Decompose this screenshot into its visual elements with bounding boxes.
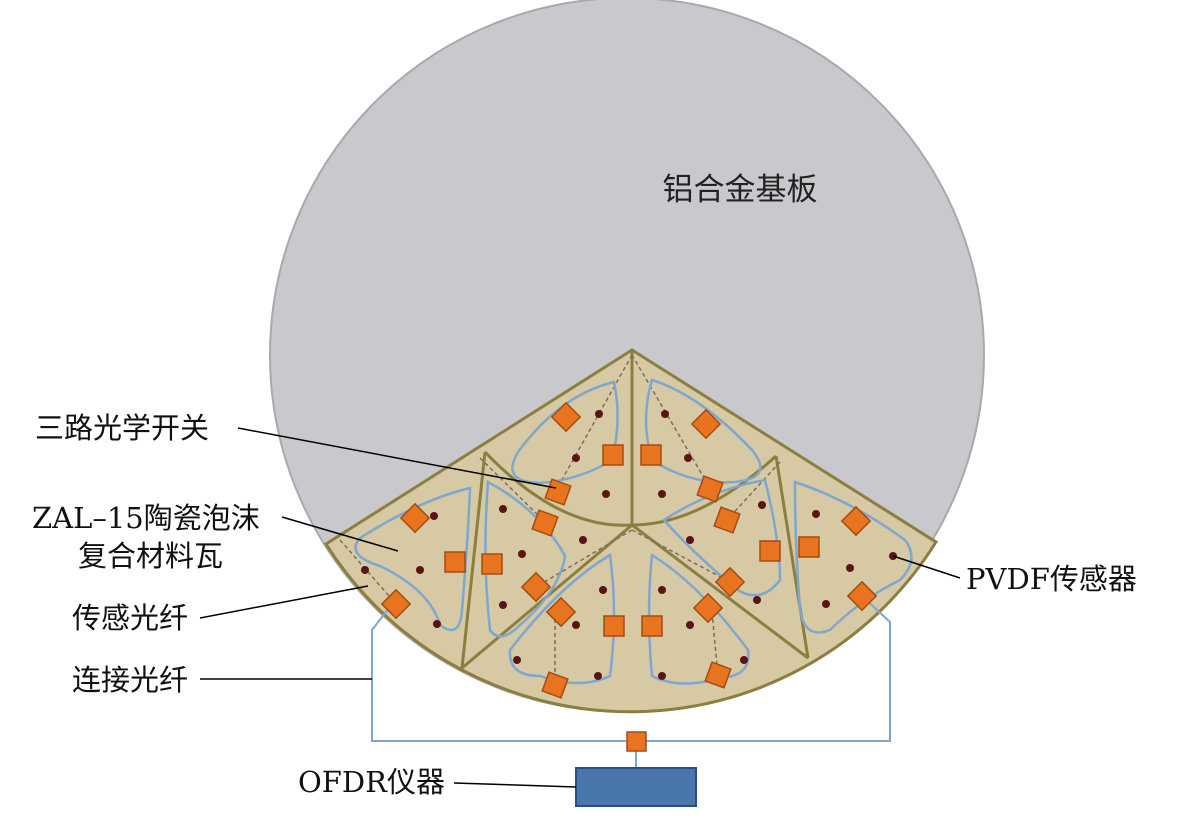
label-pvdf-sensor: PVDF传感器 (966, 562, 1137, 596)
leader-lines (199, 427, 961, 788)
label-tile-line2: 复合材料瓦 (78, 539, 223, 573)
pvdf-sensors (361, 410, 897, 680)
label-aluminum-substrate: 铝合金基板 (663, 172, 818, 208)
label-optical-switch: 三路光学开关 (35, 411, 209, 445)
label-sensing-fiber: 传感光纤 (72, 601, 188, 635)
tile-boundaries (460, 350, 810, 670)
label-ofdr: OFDR仪器 (298, 765, 445, 799)
optical-switches (380, 401, 878, 752)
label-tile-line1: ZAL–15陶瓷泡沫 (32, 501, 260, 535)
label-connecting-fiber: 连接光纤 (72, 663, 188, 697)
ofdr-instrument (575, 767, 697, 807)
